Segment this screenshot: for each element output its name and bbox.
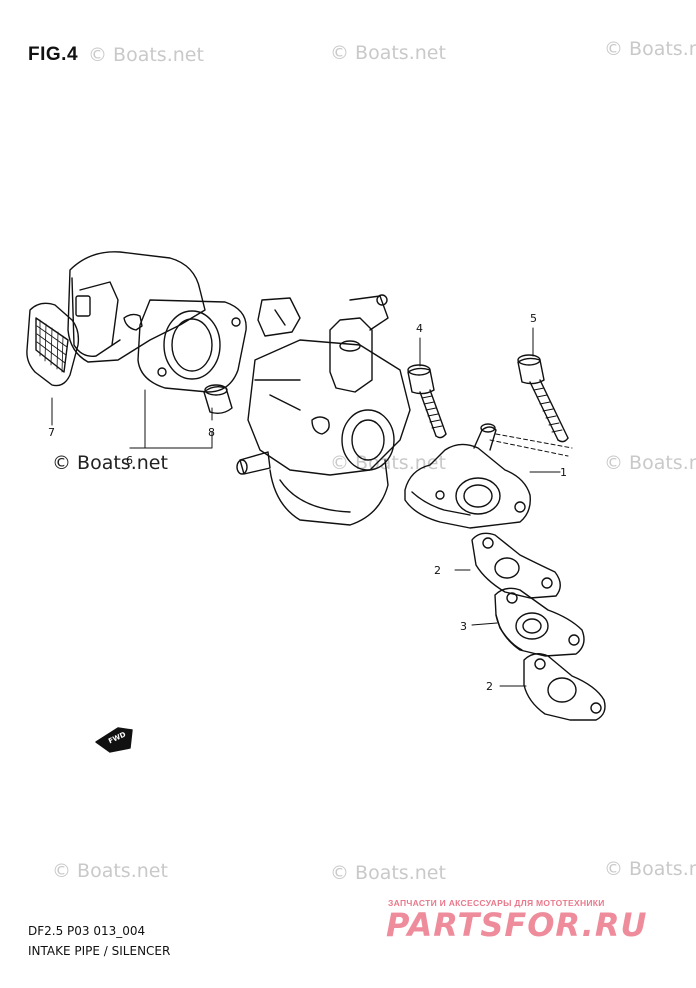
brand-logo: PARTSFOR.RU bbox=[386, 906, 648, 944]
callout-4: 4 bbox=[416, 322, 423, 335]
gasket-part-2-lower bbox=[523, 653, 606, 721]
callout-1: 1 bbox=[560, 466, 567, 479]
bolt-part-4 bbox=[407, 364, 447, 439]
callout-3: 3 bbox=[460, 620, 467, 633]
diagram-code: DF2.5 P03 013_004 bbox=[28, 924, 146, 938]
carburetor bbox=[236, 294, 411, 526]
callout-7: 7 bbox=[48, 426, 55, 439]
brand-tagline: ЗАПЧАСТИ И АКСЕССУАРЫ ДЛЯ МОТОТЕХНИКИ bbox=[388, 898, 605, 908]
filter-screen-part-7 bbox=[26, 302, 80, 387]
insulator-part-3 bbox=[494, 587, 585, 657]
bolt-part-5 bbox=[517, 354, 569, 443]
callout-6: 6 bbox=[126, 454, 133, 467]
watermark: © Boats.net bbox=[52, 452, 168, 474]
diagram-title: INTAKE PIPE / SILENCER bbox=[28, 944, 171, 958]
watermark: © Boats.net bbox=[52, 860, 168, 882]
intake-pipe-part-1 bbox=[404, 423, 531, 529]
callout-2: 2 bbox=[434, 564, 441, 577]
leader-lines bbox=[51, 327, 573, 687]
callout-2-lower: 2 bbox=[486, 680, 493, 693]
watermark: © Boats.net bbox=[88, 44, 204, 66]
callout-8: 8 bbox=[208, 426, 215, 439]
watermark: © Boats.net bbox=[604, 452, 696, 474]
bushing-part-8 bbox=[203, 384, 233, 415]
watermark: © Boats.net bbox=[330, 42, 446, 64]
callout-5: 5 bbox=[530, 312, 537, 325]
gasket-part-2-upper bbox=[471, 532, 561, 599]
watermark: © Boats.net bbox=[330, 862, 446, 884]
figure-label: FIG.4 bbox=[28, 44, 79, 65]
forward-arrow-icon bbox=[95, 727, 133, 753]
silencer-housing-part-6 bbox=[67, 251, 247, 393]
watermark: © Boats.net bbox=[604, 38, 696, 60]
watermark: © Boats.net bbox=[604, 858, 696, 880]
